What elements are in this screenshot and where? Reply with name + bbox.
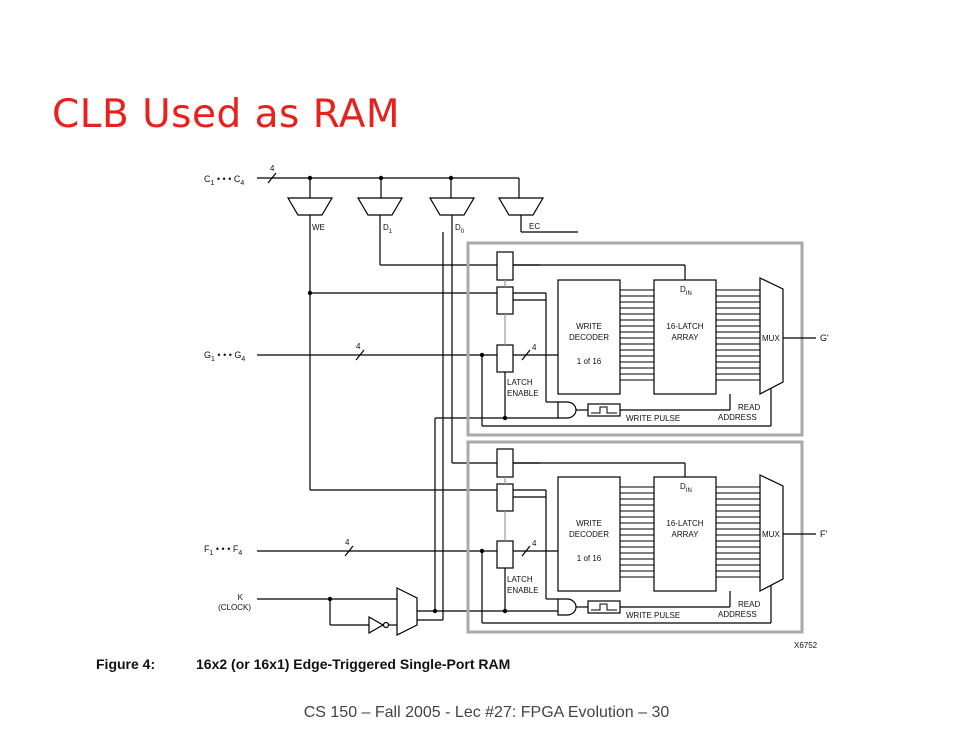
ec-mux-shape	[497, 197, 545, 216]
svg-text:C1 • • • C4: C1 • • • C4	[204, 174, 244, 187]
svg-text:WRITE PULSE: WRITE PULSE	[626, 414, 680, 423]
svg-text:F1 • • • F4: F1 • • • F4	[204, 544, 242, 557]
svg-text:4: 4	[532, 539, 537, 548]
svg-text:16-LATCH: 16-LATCH	[666, 519, 703, 528]
selector-trunks	[307, 227, 686, 600]
svg-text:READ: READ	[738, 403, 760, 412]
svg-text:G1 • • • G4: G1 • • • G4	[204, 350, 245, 363]
svg-text:4: 4	[532, 343, 537, 352]
input-f-bus: F1 • • • F4 4	[204, 538, 497, 557]
clock-input: K (CLOCK)	[218, 293, 558, 636]
d1-label: D1	[383, 223, 393, 235]
svg-text:1 of 16: 1 of 16	[577, 554, 602, 563]
svg-text:LATCH: LATCH	[507, 575, 533, 584]
we-label: WE	[312, 223, 325, 232]
svg-text:4: 4	[356, 342, 361, 351]
svg-text:ENABLE: ENABLE	[507, 586, 539, 595]
figure-caption-text: 16x2 (or 16x1) Edge-Triggered Single-Por…	[196, 656, 510, 672]
svg-text:4: 4	[345, 538, 350, 547]
svg-text:16-LATCH: 16-LATCH	[666, 322, 703, 331]
svg-text:DIN: DIN	[680, 285, 692, 297]
svg-text:WRITE PULSE: WRITE PULSE	[626, 611, 680, 620]
input-c-bus: C1 • • • C4 4	[204, 164, 520, 198]
svg-text:WRITE: WRITE	[576, 519, 602, 528]
svg-text:DECODER: DECODER	[569, 530, 609, 539]
slide-footer: CS 150 – Fall 2005 - Lec #27: FPGA Evolu…	[303, 704, 670, 721]
figure-caption-number: Figure 4:	[96, 656, 155, 672]
ram-block-g: 4 LATCH ENABLE WRITE DECODER 1 of 16 DIN…	[466, 241, 829, 437]
svg-text:ADDRESS: ADDRESS	[718, 413, 757, 422]
slide-title: CLB Used as RAM	[52, 92, 401, 137]
svg-text:MUX: MUX	[762, 530, 780, 539]
svg-text:ENABLE: ENABLE	[507, 389, 539, 398]
selector-muxes: WE D1 D0 EC	[286, 197, 578, 235]
ram-block-f: 4 LATCH ENABLE WRITE DECODER 1 of 16 DIN…	[466, 440, 827, 634]
svg-text:LATCH: LATCH	[507, 378, 533, 387]
svg-text:ARRAY: ARRAY	[672, 333, 700, 342]
d0-mux-shape	[428, 197, 476, 216]
svg-text:DECODER: DECODER	[569, 333, 609, 342]
svg-text:READ: READ	[738, 600, 760, 609]
output-f-label: F'	[820, 529, 827, 539]
clock-inverter	[368, 615, 385, 635]
ec-label: EC	[529, 222, 540, 231]
d0-label: D0	[455, 223, 465, 235]
svg-text:1 of 16: 1 of 16	[577, 357, 602, 366]
figure-id-code: X6752	[794, 641, 818, 650]
svg-text:DIN: DIN	[680, 482, 692, 494]
svg-text:4: 4	[270, 164, 275, 173]
we-mux-shape	[286, 197, 334, 216]
svg-text:ADDRESS: ADDRESS	[718, 610, 757, 619]
svg-text:K: K	[238, 593, 244, 602]
d1-mux-shape	[356, 197, 404, 216]
input-g-bus: G1 • • • G4 4	[204, 342, 497, 363]
clock-mux-shape	[396, 587, 418, 636]
svg-text:MUX: MUX	[762, 334, 780, 343]
output-g-label: G'	[820, 333, 829, 343]
svg-text:(CLOCK): (CLOCK)	[218, 603, 251, 612]
svg-text:ARRAY: ARRAY	[672, 530, 700, 539]
svg-text:WRITE: WRITE	[576, 322, 602, 331]
